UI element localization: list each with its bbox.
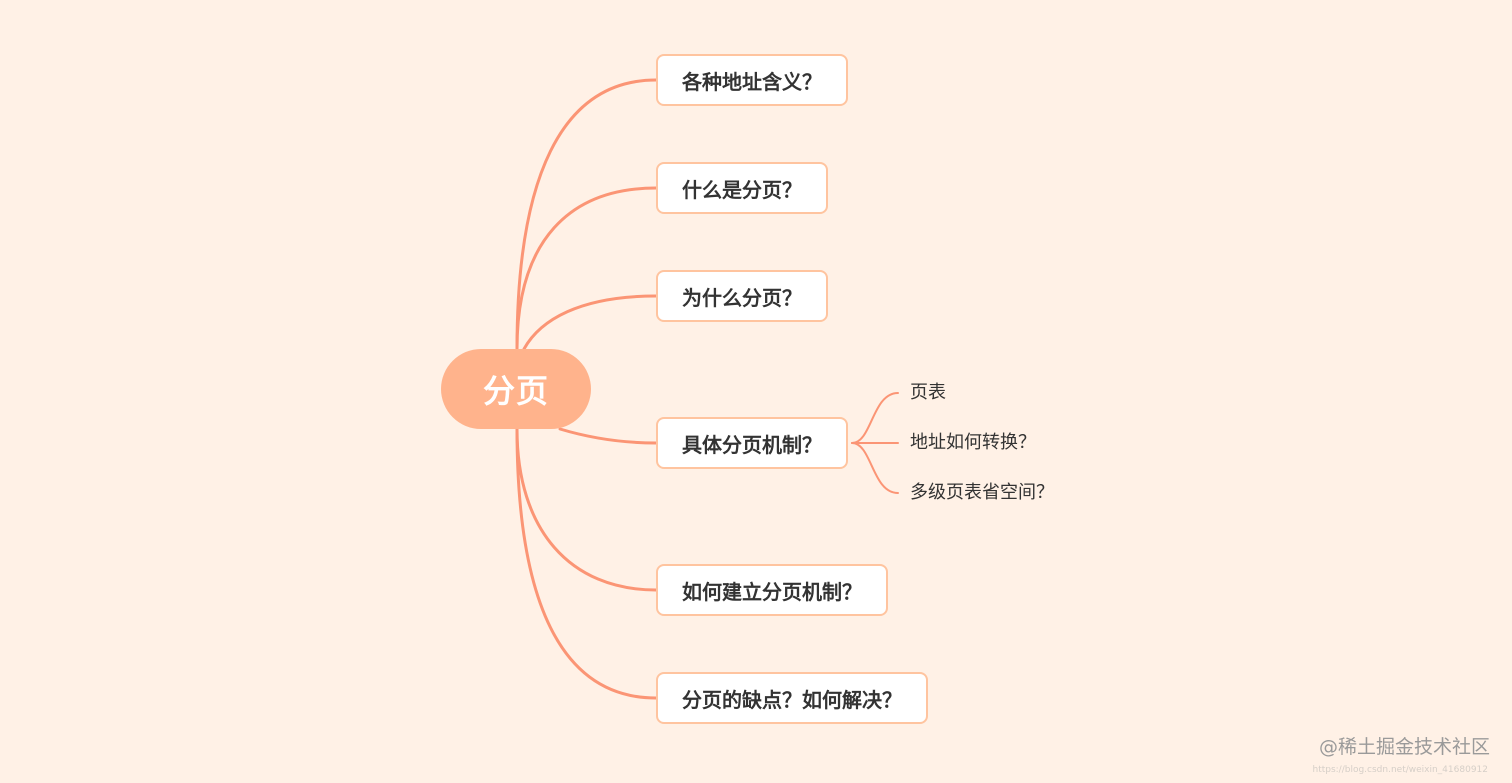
topic-node-why-paging[interactable]: 为什么分页？: [656, 270, 828, 322]
topic-node-address-meaning[interactable]: 各种地址含义？: [656, 54, 848, 106]
topic-label: 分页的缺点？如何解决？: [682, 687, 902, 712]
branch-line-2: [515, 186, 658, 351]
topic-node-build-paging[interactable]: 如何建立分页机制？: [656, 564, 888, 616]
sub-line-3: [851, 442, 899, 494]
subtopic-label: 页表: [910, 382, 946, 403]
watermark: @稀土掘金技术社区: [1318, 736, 1490, 758]
subtopic-page-table[interactable]: 页表: [910, 381, 946, 405]
branch-line-6: [515, 427, 658, 700]
branch-line-3: [522, 294, 658, 351]
subtopic-label: 多级页表省空间？: [910, 482, 1054, 503]
root-node[interactable]: 分页: [441, 349, 591, 429]
topic-node-paging-mechanism[interactable]: 具体分页机制？: [656, 417, 848, 469]
topic-label: 什么是分页？: [682, 177, 802, 202]
root-node-label: 分页: [482, 372, 549, 410]
topic-node-what-is-paging[interactable]: 什么是分页？: [656, 162, 828, 214]
topic-label: 具体分页机制？: [682, 432, 822, 457]
topic-label: 如何建立分页机制？: [682, 579, 862, 604]
branch-line-5: [515, 427, 658, 592]
branch-line-1: [515, 78, 658, 351]
sub-line-1: [851, 392, 899, 444]
topic-node-paging-drawbacks[interactable]: 分页的缺点？如何解决？: [656, 672, 928, 724]
subtopic-multilevel-page-table[interactable]: 多级页表省空间？: [910, 481, 1054, 505]
branch-line-4: [558, 427, 658, 445]
topic-label: 各种地址含义？: [682, 69, 822, 94]
subtopic-label: 地址如何转换？: [910, 432, 1036, 453]
watermark-url: https://blog.csdn.net/weixin_41680912: [1312, 765, 1488, 775]
topic-label: 为什么分页？: [682, 285, 802, 310]
subtopic-address-translation[interactable]: 地址如何转换？: [910, 431, 1036, 455]
